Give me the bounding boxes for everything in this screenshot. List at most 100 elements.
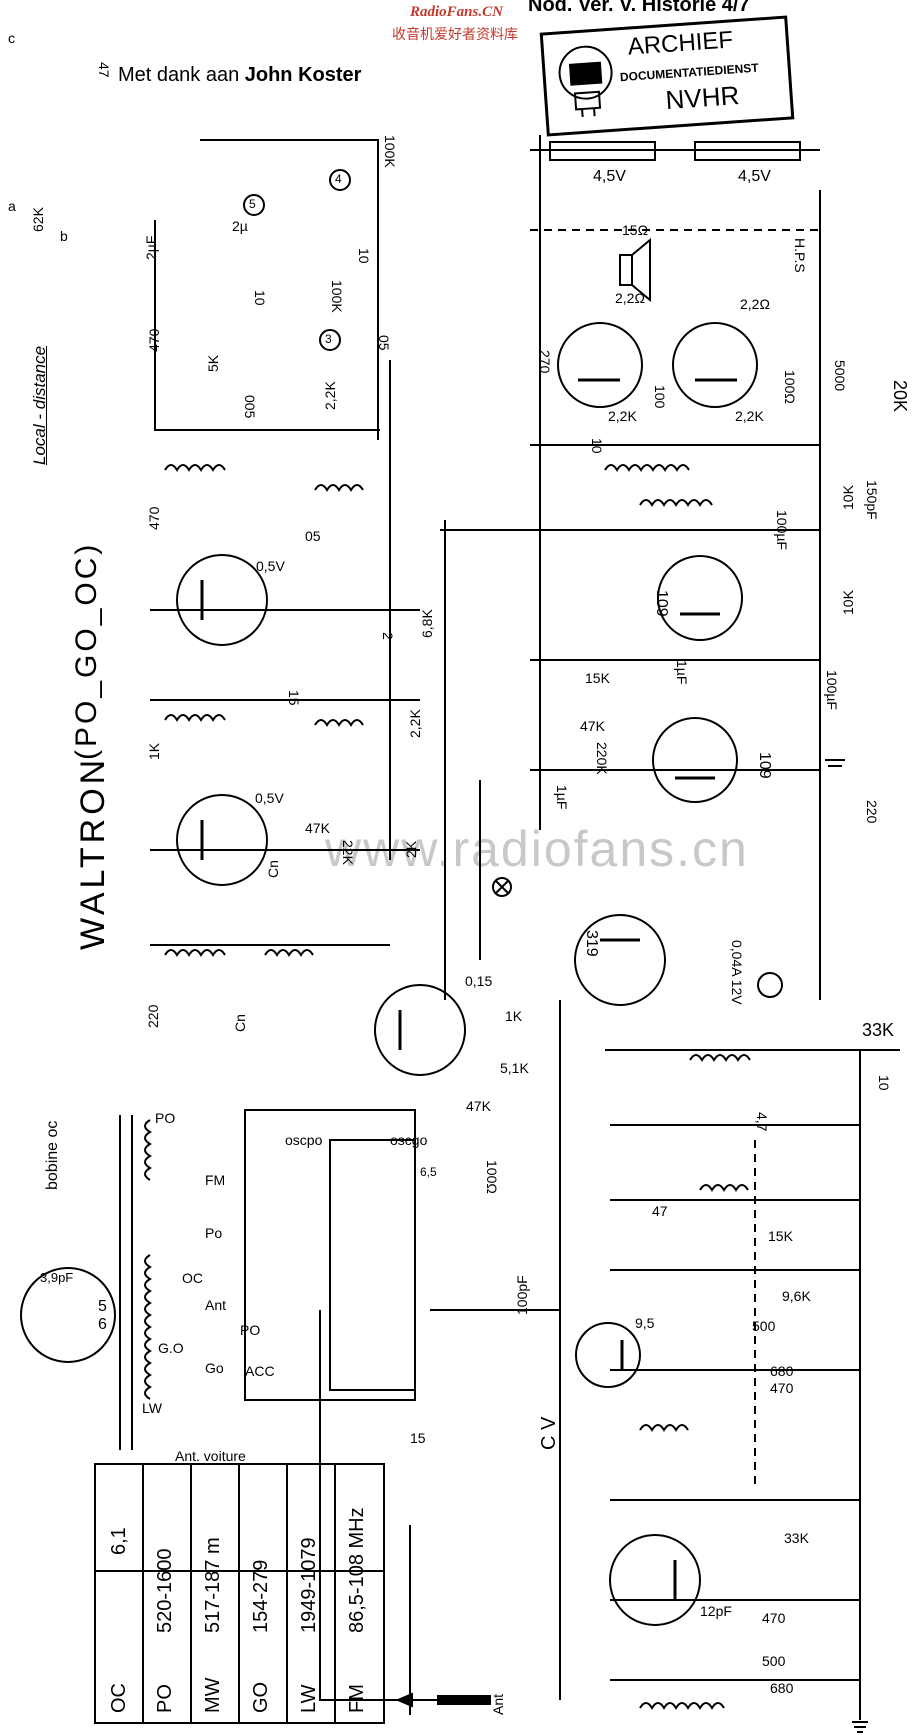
label-r-220-left: 220 [145,1004,161,1028]
antenna-coil-po [144,1119,152,1181]
label-local-b: a [8,198,16,214]
label-r-470: 470 [146,328,162,352]
label-r-2-2k-out-a: 2,2K [608,408,637,424]
testpoint-5 [243,194,265,216]
label-c-1uF: 1µF [674,660,690,685]
label-r-2-2b: 2,2Ω [740,296,770,312]
label-r-10k-a: 10K [840,485,856,510]
label-local-c: b [60,228,68,244]
credit-prefix: Met dank aan [118,64,245,86]
signal-source-icon [757,972,783,998]
label-r-2-2k-mid: 2,2K [407,709,423,738]
band-code-mw: MW [202,1677,224,1713]
transistor-out-b [672,322,758,408]
label-r-100b: 100Ω [782,370,798,404]
label-c-100uF-a: 100µF [774,510,790,550]
site-name: RadioFans.CN [410,4,503,20]
label-c-5000: 5000 [832,360,848,392]
label-c-47-ls: 47 [96,62,112,78]
label-r-22k: 22K [340,840,356,865]
band-code-fm: FM [346,1684,368,1713]
band-table-divider [96,1570,383,1572]
label-r-9-6k: 9,6K [782,1288,811,1304]
transistor-109b [652,717,738,803]
label-r-1k: 1K [146,742,162,760]
label-r-100a: 100 [652,385,668,409]
band-range-lw: 1949-1079 [298,1537,320,1633]
antenna-icon [395,1692,491,1708]
label-c-4-7: 4,7 [754,1112,770,1132]
label-c-150pF: 150pF [864,480,880,520]
label-c-9-5: 9,5 [635,1315,655,1331]
ground-icon [852,1721,868,1733]
label-r-2k: 2K [403,840,419,858]
label-c-2uF: 2µF [143,235,159,260]
label-r-270: 270 [537,350,553,374]
driver-coil [639,499,713,507]
bobine-cap: 3,9pF [40,1270,74,1285]
switch-fm-label: FM [205,1172,226,1188]
label-r-2-2a: 2,2Ω [615,290,645,306]
label-c-15-b: 15 [410,1430,426,1446]
if-coil [164,464,226,472]
label-r-6-8k: 6,8K [419,609,435,638]
label-c-05: 05 [376,335,392,351]
osc-go-label: oscgo [390,1132,428,1148]
bobine-pin-5: 5 [98,1298,107,1315]
coil-go-label: G.O [158,1340,184,1356]
band-row-fm: FM 86,5-108 MHz [334,1465,381,1722]
label-lamp: 0,04A 12V [729,940,745,1005]
antenna-coil-go [144,1254,152,1400]
switch-ant-label: Ant [205,1297,227,1313]
label-t-319: 319 [583,930,600,957]
band-table: OC 6,1 PO 520-1600 MW 517-187 m GO 154-2… [94,1463,385,1724]
label-c-005: 005 [242,395,258,419]
label-r-33k-b: 33K [784,1530,809,1546]
label-v-0-5v: 0,5V [256,558,285,574]
switch-acc-label: ACC [245,1363,275,1379]
label-r-680: 680 [770,1363,794,1379]
label-local-a: c [8,30,15,46]
label-v-0-5v-b: 0,5V [255,790,284,806]
label-r-47k-c: 47K [580,718,605,734]
speaker-icon [619,237,651,303]
band-row-go: GO 154-279 [238,1465,288,1722]
osc-po-label: oscpo [285,1132,323,1148]
transistor-fm-osc [575,1322,641,1388]
band-range-po: 520-1600 [154,1548,176,1633]
switch-po2-label: PO [240,1322,261,1338]
radio-tube-icon [558,45,613,118]
band-row-lw: LW 1949-1079 [286,1465,336,1722]
archive-stamp: ARCHIEF DOCUMENTATIEDIENST NVHR [539,15,795,137]
testpoint-3 [319,329,341,351]
label-r-10k-b: 10K [840,590,856,615]
testpoint-4-label: 4 [335,172,342,186]
transistor-if2 [176,554,268,646]
label-cv: C V [538,1416,560,1450]
label-r-100k-mid: 100K [329,280,345,313]
label-r-62k: 62K [30,207,46,232]
band-code-po: PO [154,1684,176,1713]
transistor-mixer [374,984,466,1076]
label-c-2: 2 [380,632,396,640]
label-r-680-b: 680 [770,1680,794,1696]
label-r-15k-b: 15K [585,670,610,686]
coil-po-label: PO [155,1110,176,1126]
if-coil [164,714,226,722]
label-r-47k: 47K [305,820,330,836]
label-r-2-2k: 2,2K [322,381,338,410]
switch-go-label: Go [205,1360,224,1376]
fm-coil [699,1184,749,1192]
label-c-100uF-b: 100µF [824,670,840,710]
if-coil [314,484,364,492]
label-r-5k: 5K [205,354,221,372]
label-t-109-b: 109 [756,752,773,779]
bobine-pin-6: 6 [98,1316,107,1333]
transistor-109a [657,555,743,641]
label-ant: Ant [490,1693,506,1715]
label-c-12pF: 12pF [700,1603,732,1619]
label-r-15: 15Ω [622,222,649,238]
ground-icon [825,759,845,767]
label-c-15: 15 [286,690,302,706]
